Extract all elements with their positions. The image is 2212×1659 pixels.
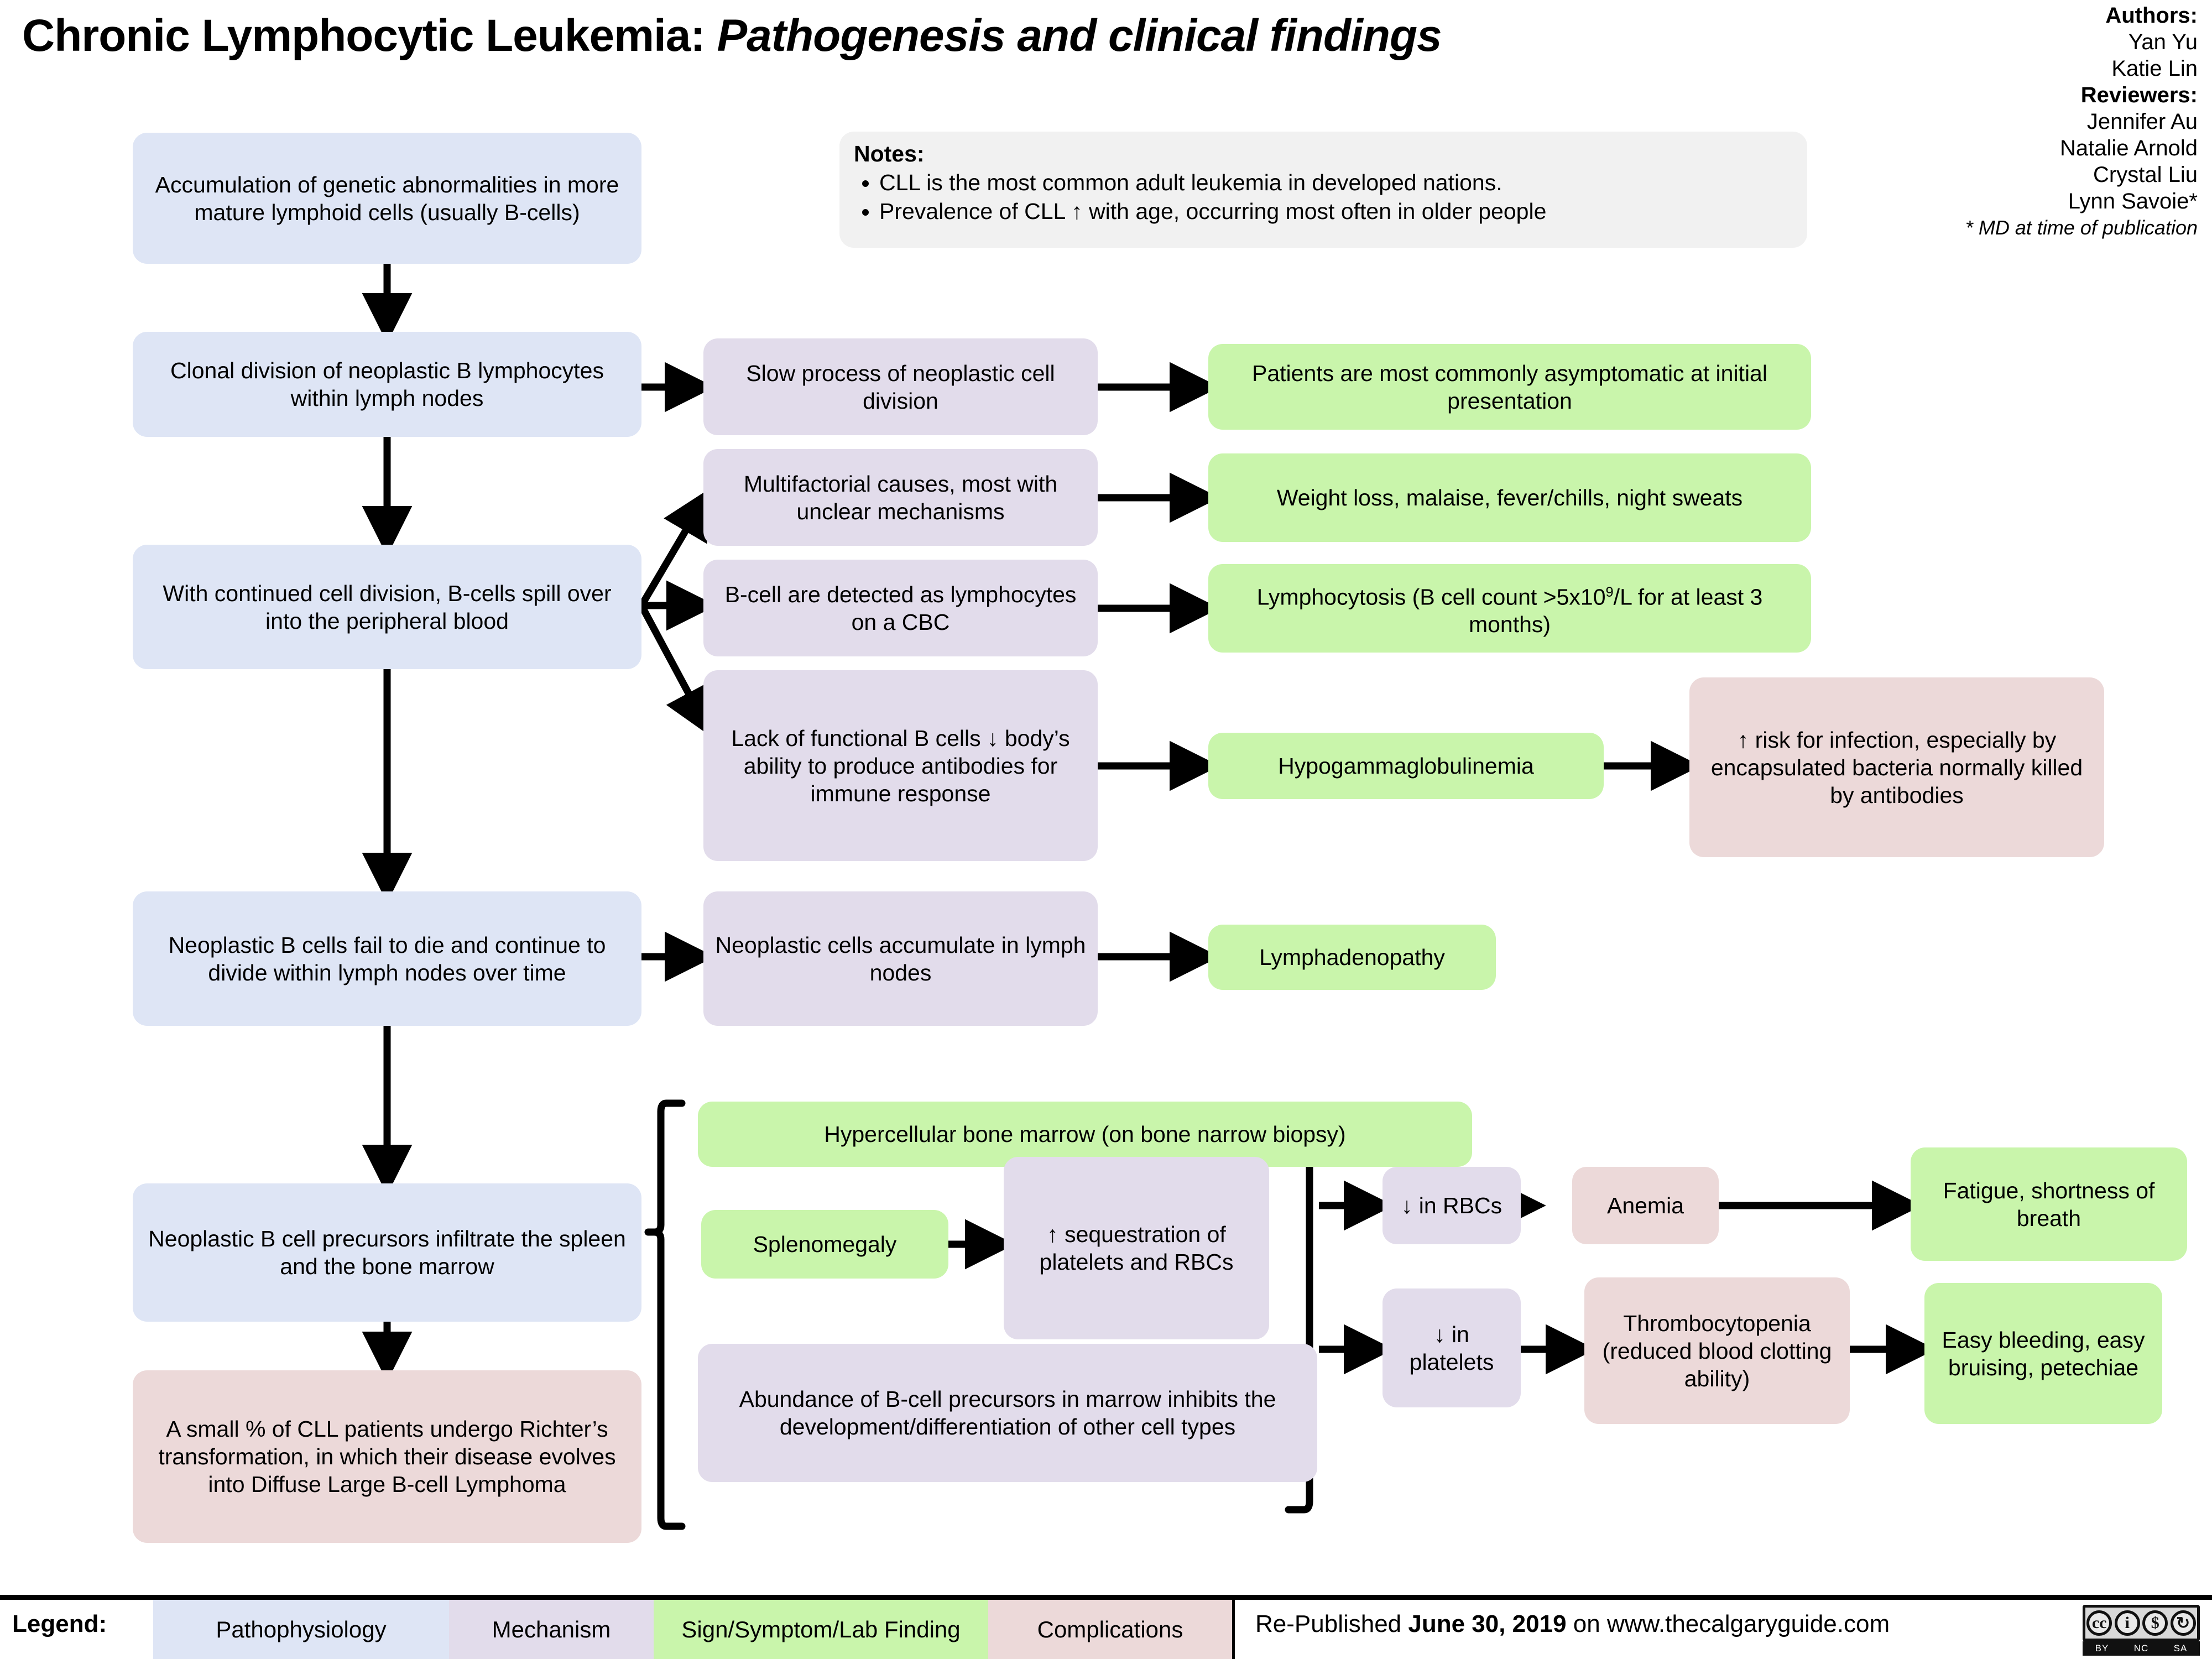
node-thrombocytopenia-label: Thrombocytopenia (reduced blood clotting… bbox=[1602, 1310, 1832, 1391]
republished-suffix: on www.thecalgaryguide.com bbox=[1566, 1610, 1890, 1637]
node-lymphadenopathy-label: Lymphadenopathy bbox=[1259, 945, 1445, 970]
credits-block: Authors: Yan Yu Katie Lin Reviewers: Jen… bbox=[1777, 2, 2198, 241]
node-bcell-detected-cbc: B-cell are detected as lymphocytes on a … bbox=[703, 560, 1098, 656]
cc-code-by: BY bbox=[2095, 1643, 2109, 1653]
legend-item-label: Sign/Symptom/Lab Finding bbox=[681, 1616, 961, 1642]
legend-divider bbox=[1232, 1600, 1235, 1659]
republished-date: June 30, 2019 bbox=[1408, 1610, 1567, 1637]
node-down-platelets: ↓ in platelets bbox=[1383, 1288, 1521, 1407]
node-fail-to-die: Neoplastic B cells fail to die and conti… bbox=[133, 891, 641, 1026]
node-richter-transformation: A small % of CLL patients undergo Richte… bbox=[133, 1370, 641, 1543]
node-infiltrate-spleen-marrow: Neoplastic B cell precursors infiltrate … bbox=[133, 1183, 641, 1322]
cc-icon-row: cc i $ ↻ bbox=[2083, 1605, 2200, 1641]
node-down-platelets-label: ↓ in platelets bbox=[1409, 1321, 1494, 1375]
node-spill-over: With continued cell division, B-cells sp… bbox=[133, 545, 641, 669]
node-hypogammaglobulinemia: Hypogammaglobulinemia bbox=[1208, 733, 1604, 799]
node-hypercellular-label: Hypercellular bone marrow (on bone narro… bbox=[824, 1121, 1346, 1147]
legend-item-sign-symptom-lab: Sign/Symptom/Lab Finding bbox=[654, 1600, 988, 1659]
notes-box: Notes: CLL is the most common adult leuk… bbox=[839, 132, 1807, 248]
creative-commons-badge[interactable]: cc i $ ↻ BY NC SA bbox=[2083, 1605, 2200, 1656]
node-hypogamma-label: Hypogammaglobulinemia bbox=[1278, 753, 1534, 779]
node-multifactorial-label: Multifactorial causes, most with unclear… bbox=[743, 471, 1058, 524]
node-accumulation: Accumulation of genetic abnormalities in… bbox=[133, 133, 641, 264]
node-anemia-label: Anemia bbox=[1606, 1193, 1684, 1218]
cc-code-sa: SA bbox=[2173, 1643, 2188, 1653]
node-lymphadenopathy: Lymphadenopathy bbox=[1208, 925, 1496, 990]
legend-item-mechanism: Mechanism bbox=[449, 1600, 654, 1659]
node-asymptomatic-label: Patients are most commonly asymptomatic … bbox=[1252, 360, 1767, 414]
node-clonal-division-label: Clonal division of neoplastic B lymphocy… bbox=[170, 358, 604, 411]
legend-item-label: Pathophysiology bbox=[216, 1616, 387, 1642]
node-fatigue-label: Fatigue, shortness of breath bbox=[1943, 1177, 2155, 1231]
cc-by-icon: i bbox=[2114, 1610, 2140, 1636]
node-richter-label: A small % of CLL patients undergo Richte… bbox=[158, 1416, 616, 1497]
notes-title: Notes: bbox=[854, 141, 925, 166]
cc-sa-icon: ↻ bbox=[2170, 1610, 2196, 1636]
authors-label: Authors: bbox=[2105, 3, 2198, 28]
node-hypercellular-marrow: Hypercellular bone marrow (on bone narro… bbox=[698, 1102, 1472, 1167]
node-infection-risk: ↑ risk for infection, especially by enca… bbox=[1689, 677, 2104, 857]
node-accumulate-lymph-nodes: Neoplastic cells accumulate in lymph nod… bbox=[703, 891, 1098, 1026]
reviewer-name: Lynn Savoie* bbox=[2068, 189, 2198, 213]
node-bcell-detected-label: B-cell are detected as lymphocytes on a … bbox=[724, 581, 1077, 635]
node-fail-to-die-label: Neoplastic B cells fail to die and conti… bbox=[168, 932, 606, 985]
reviewers-label: Reviewers: bbox=[2080, 83, 2198, 107]
node-constitutional-label: Weight loss, malaise, fever/chills, nigh… bbox=[1276, 485, 1743, 510]
node-splenomegaly: Splenomegaly bbox=[701, 1210, 948, 1279]
lymphocytosis-suffix: /L for at least 3 months) bbox=[1468, 584, 1763, 638]
legend-item-pathophysiology: Pathophysiology bbox=[153, 1600, 449, 1659]
node-down-rbcs-label: ↓ in RBCs bbox=[1401, 1193, 1503, 1218]
node-abundance-precursors: Abundance of B-cell precursors in marrow… bbox=[698, 1344, 1317, 1482]
node-multifactorial-causes: Multifactorial causes, most with unclear… bbox=[703, 449, 1098, 546]
node-down-rbcs: ↓ in RBCs bbox=[1383, 1167, 1521, 1244]
node-lack-functional-bcells: Lack of functional B cells ↓ body’s abil… bbox=[703, 670, 1098, 861]
node-infiltrate-label: Neoplastic B cell precursors infiltrate … bbox=[148, 1226, 626, 1279]
node-asymptomatic: Patients are most commonly asymptomatic … bbox=[1208, 344, 1811, 430]
lymphocytosis-exponent: 9 bbox=[1605, 584, 1614, 600]
reviewer-name: Natalie Arnold bbox=[2059, 136, 2198, 160]
node-lymphocytosis: Lymphocytosis (B cell count >5x109/L for… bbox=[1208, 564, 1811, 653]
node-spill-over-label: With continued cell division, B-cells sp… bbox=[163, 580, 612, 634]
reviewer-name: Jennifer Au bbox=[2086, 109, 2198, 134]
node-sequestration: ↑ sequestration of platelets and RBCs bbox=[1004, 1157, 1269, 1339]
node-lymphocytosis-label: Lymphocytosis (B cell count >5x109/L for… bbox=[1218, 578, 1801, 639]
notes-list: CLL is the most common adult leukemia in… bbox=[854, 168, 1793, 226]
page-title-main: Chronic Lymphocytic Leukemia: bbox=[22, 11, 706, 61]
legend-item-label: Complications bbox=[1037, 1616, 1183, 1642]
cc-icon: cc bbox=[2086, 1610, 2112, 1636]
page-title: Chronic Lymphocytic Leukemia: Pathogenes… bbox=[22, 6, 1803, 66]
republished-text: Re-Published June 30, 2019 on www.thecal… bbox=[1255, 1610, 1890, 1638]
node-clonal-division: Clonal division of neoplastic B lymphocy… bbox=[133, 332, 641, 437]
legend-item-complications: Complications bbox=[988, 1600, 1232, 1659]
node-sequestration-label: ↑ sequestration of platelets and RBCs bbox=[1039, 1222, 1234, 1275]
node-easy-bleeding-label: Easy bleeding, easy bruising, petechiae bbox=[1942, 1327, 2145, 1380]
cc-nc-icon: $ bbox=[2142, 1610, 2168, 1636]
republished-prefix: Re-Published bbox=[1255, 1610, 1408, 1637]
node-lack-functional-label: Lack of functional B cells ↓ body’s abil… bbox=[731, 725, 1070, 806]
node-anemia: Anemia bbox=[1572, 1167, 1719, 1244]
node-abundance-label: Abundance of B-cell precursors in marrow… bbox=[739, 1386, 1276, 1439]
author-name: Katie Lin bbox=[2111, 56, 2198, 81]
node-constitutional-symptoms: Weight loss, malaise, fever/chills, nigh… bbox=[1208, 453, 1811, 542]
legend-item-label: Mechanism bbox=[492, 1616, 611, 1642]
reviewer-name: Crystal Liu bbox=[2093, 163, 2198, 187]
node-slow-process: Slow process of neoplastic cell division bbox=[703, 338, 1098, 435]
page-title-subtitle: Pathogenesis and clinical findings bbox=[717, 11, 1442, 61]
credits-footnote: * MD at time of publication bbox=[1965, 216, 2198, 239]
cc-code-nc: NC bbox=[2133, 1643, 2149, 1653]
cc-license-codes: BY NC SA bbox=[2083, 1641, 2200, 1656]
node-easy-bleeding: Easy bleeding, easy bruising, petechiae bbox=[1924, 1283, 2162, 1424]
node-infection-risk-label: ↑ risk for infection, especially by enca… bbox=[1710, 727, 2083, 808]
node-fatigue-sob: Fatigue, shortness of breath bbox=[1911, 1147, 2187, 1261]
node-accumulate-nodes-label: Neoplastic cells accumulate in lymph nod… bbox=[715, 932, 1086, 985]
author-name: Yan Yu bbox=[2128, 30, 2198, 54]
node-thrombocytopenia: Thrombocytopenia (reduced blood clotting… bbox=[1584, 1277, 1850, 1424]
node-splenomegaly-label: Splenomegaly bbox=[753, 1232, 897, 1257]
node-accumulation-label: Accumulation of genetic abnormalities in… bbox=[155, 171, 619, 225]
lymphocytosis-prefix: Lymphocytosis (B cell count >5x10 bbox=[1256, 584, 1606, 610]
legend-label: Legend: bbox=[12, 1610, 107, 1637]
node-slow-process-label: Slow process of neoplastic cell division bbox=[746, 360, 1055, 414]
notes-item: Prevalence of CLL ↑ with age, occurring … bbox=[879, 197, 1793, 226]
notes-item: CLL is the most common adult leukemia in… bbox=[879, 168, 1793, 197]
